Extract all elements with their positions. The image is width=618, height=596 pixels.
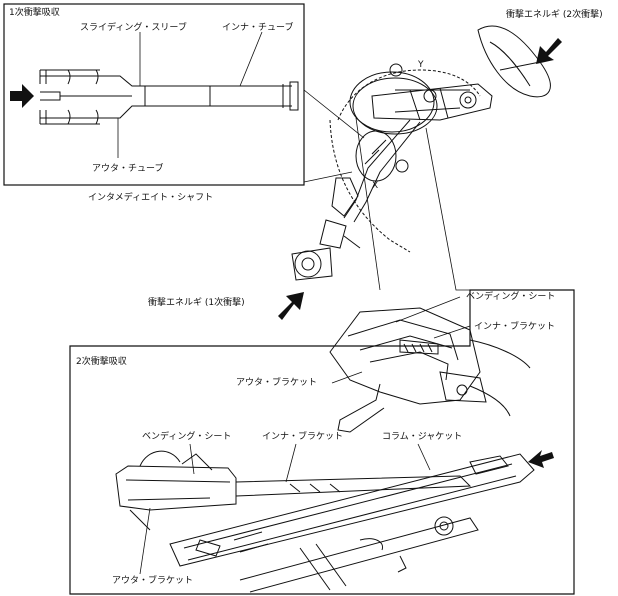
secondary-label-column-jacket: コラム・ジャケット (382, 432, 463, 442)
shaft-caption: インタメディエイト・シャフト (88, 193, 214, 203)
jacket-impact-arrow-icon (528, 450, 554, 468)
detail-circle-y (349, 71, 435, 133)
primary-panel-frame (3, 3, 305, 186)
primary-energy-label: 衝撃エネルギ (1次衝撃) (148, 298, 245, 308)
secondary-label-inner-bracket: インナ・ブラケット (262, 432, 344, 442)
secondary-panel-title: 2次衝撃吸収 (76, 357, 127, 367)
mid-label-inner-bracket: インナ・ブラケット (474, 322, 556, 332)
secondary-label-outer-bracket: アウタ・ブラケット (112, 576, 194, 586)
mid-label-outer-bracket: アウタ・ブラケット (236, 378, 318, 388)
primary-panel-title: 1次衝撃吸収 (9, 8, 60, 18)
callout-x-lines (303, 89, 365, 183)
steering-column-illustration (291, 25, 551, 281)
secondary-panel-frame (69, 289, 575, 595)
marker-x: X (372, 181, 379, 191)
secondary-leader-lines (139, 443, 431, 575)
impact-arrow-icon (10, 84, 34, 108)
bracket-illustration (329, 307, 531, 433)
secondary-energy-label: 衝撃エネルギ (2次衝撃) (506, 10, 603, 20)
label-outer-tube: アウタ・チューブ (92, 164, 164, 174)
mid-leader-lines (331, 296, 471, 384)
intermediate-shaft-illustration (39, 69, 299, 125)
label-inner-tube: インナ・チューブ (222, 23, 294, 33)
marker-y: Y (418, 60, 424, 70)
column-jacket-illustration (115, 450, 535, 593)
callout-y-lines (355, 117, 470, 291)
detail-circle-x (355, 130, 397, 182)
primary-impact-arrow-icon (278, 292, 304, 320)
primary-leader-lines (117, 31, 263, 158)
label-sliding-sleeve: スライディング・スリーブ (80, 23, 187, 33)
secondary-label-bending-sheet: ベンディング・シート (142, 432, 232, 442)
secondary-impact-arrow-icon (536, 38, 562, 64)
mid-label-bending-sheet: ベンディング・シート (466, 292, 556, 302)
